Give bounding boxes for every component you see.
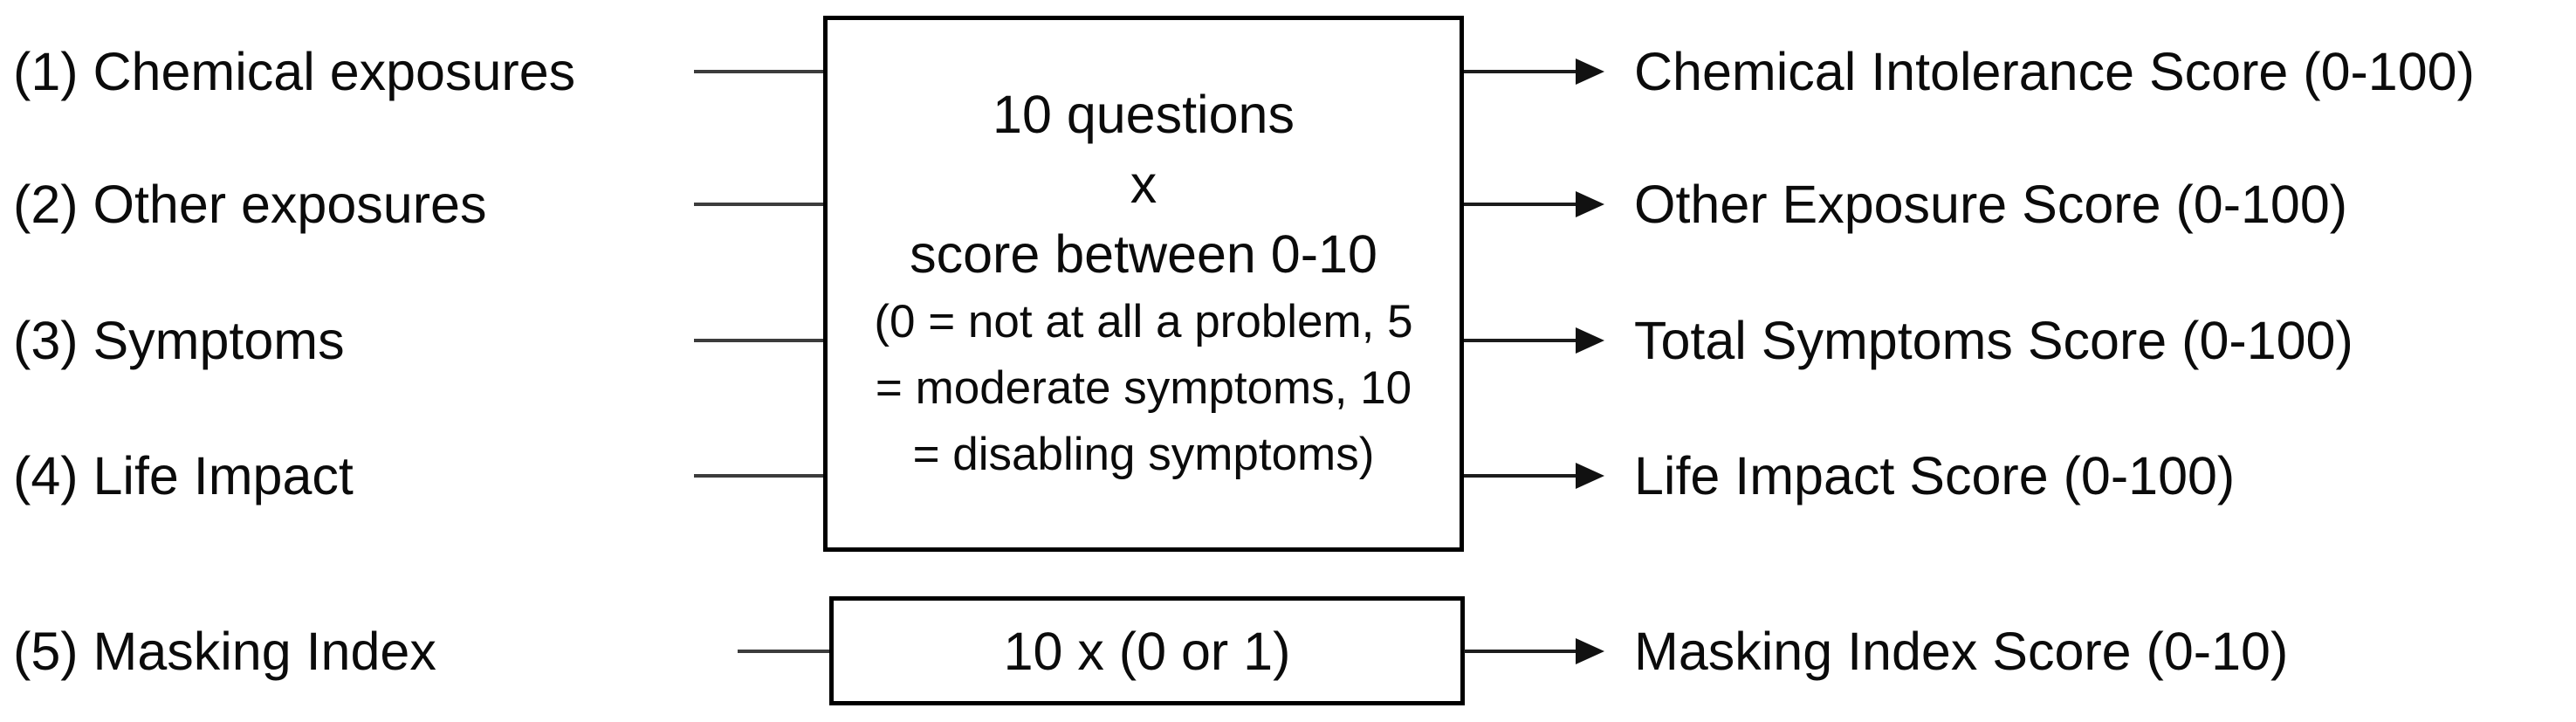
arrowhead-icon-output-4 (1576, 463, 1604, 489)
connector-line-input-3 (694, 339, 823, 342)
arrow-line-output-5 (1464, 650, 1577, 653)
input-label-other-exposures: (2) Other exposures (13, 175, 487, 234)
arrowhead-icon-output-1 (1576, 58, 1604, 85)
masking-box: 10 x (0 or 1) (829, 596, 1465, 705)
arrow-line-output-4 (1464, 474, 1577, 478)
arrowhead-icon-output-2 (1576, 191, 1604, 217)
arrow-line-output-1 (1464, 70, 1577, 73)
arrow-line-output-2 (1464, 203, 1577, 206)
arrow-line-output-3 (1464, 339, 1577, 342)
connector-line-input-2 (694, 203, 823, 206)
output-label-other-exposure-score: Other Exposure Score (0-100) (1634, 175, 2348, 234)
input-label-masking-index: (5) Masking Index (13, 622, 436, 681)
connector-line-input-5 (738, 650, 829, 653)
output-label-life-impact-score: Life Impact Score (0-100) (1634, 446, 2236, 505)
arrowhead-icon-output-3 (1576, 327, 1604, 354)
scoring-box-note: (0 = not at all a problem, 5 = moderate … (874, 296, 1413, 480)
scoring-box: 10 questions x score between 0-10 (0 = n… (823, 16, 1464, 552)
connector-line-input-1 (694, 70, 823, 73)
arrowhead-icon-output-5 (1576, 638, 1604, 664)
scoring-box-line-multiply: x (1130, 155, 1157, 214)
input-label-chemical-exposures: (1) Chemical exposures (13, 42, 576, 101)
output-label-masking-index-score: Masking Index Score (0-10) (1634, 622, 2289, 681)
scoring-box-line-score-range: score between 0-10 (910, 224, 1377, 284)
connector-line-input-4 (694, 474, 823, 478)
output-label-chemical-intolerance-score: Chemical Intolerance Score (0-100) (1634, 42, 2475, 101)
scoring-box-line-questions: 10 questions (993, 85, 1295, 144)
output-label-total-symptoms-score: Total Symptoms Score (0-100) (1634, 311, 2353, 370)
input-label-life-impact: (4) Life Impact (13, 446, 354, 505)
input-label-symptoms: (3) Symptoms (13, 311, 345, 370)
masking-box-formula: 10 x (0 or 1) (1003, 621, 1291, 681)
